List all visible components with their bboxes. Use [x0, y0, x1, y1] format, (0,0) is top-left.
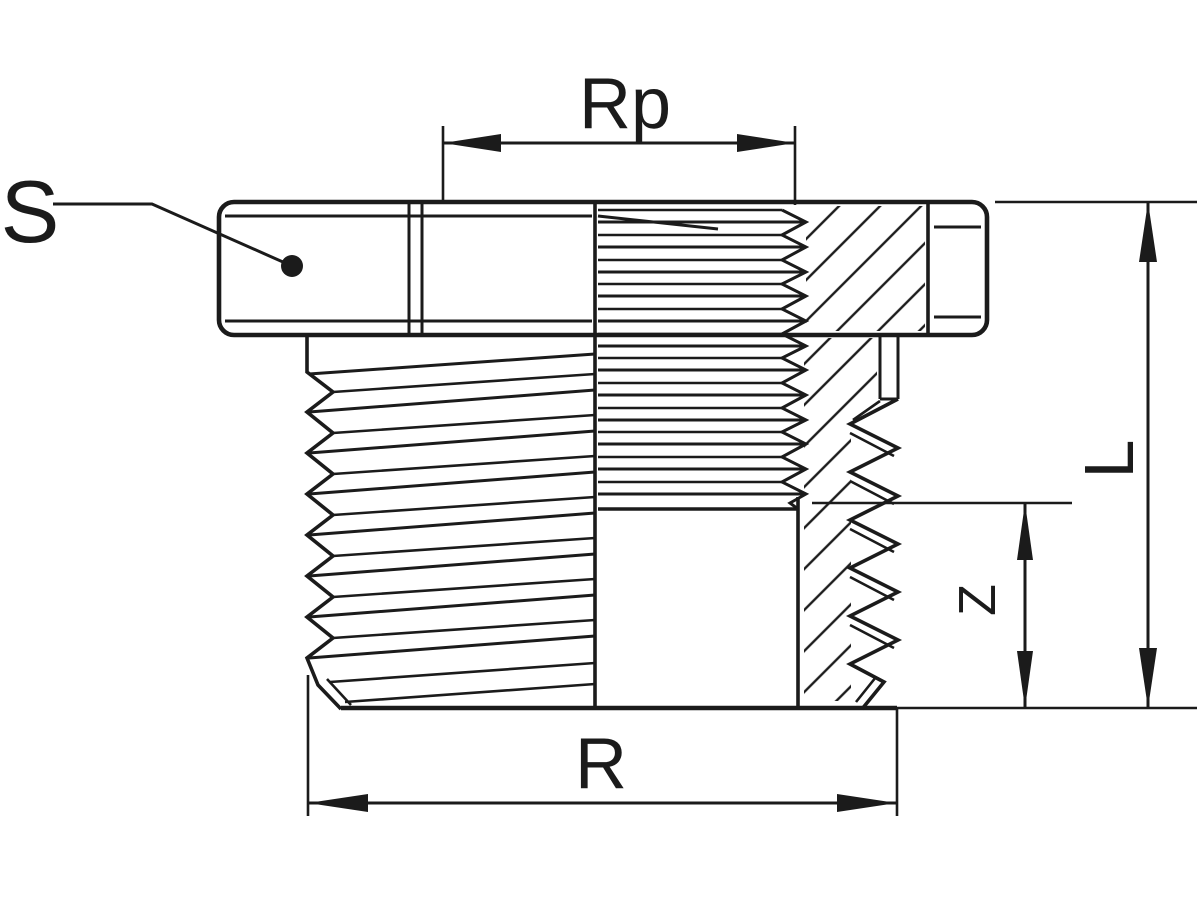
l-arrow-bottom: [1139, 648, 1157, 708]
female-thread-runout-line: [597, 214, 719, 231]
rp-extension-lines: [441, 126, 797, 205]
hatch-head-region: [806, 206, 925, 331]
dimension-z: Z: [812, 501, 1072, 708]
rp-arrow-right: [737, 134, 795, 152]
female-thread-root-lines: [598, 220, 806, 496]
male-thread-right-flank-lines: [849, 399, 895, 703]
thread-runout-strip: [878, 335, 900, 401]
male-thread-bottom-chamfer: [326, 678, 352, 706]
label-z: Z: [949, 584, 1007, 616]
r-extension-lines: [306, 675, 899, 816]
male-thread-left-profile: [304, 335, 343, 711]
r-arrow-left: [308, 794, 368, 812]
l-arrow-top: [1139, 202, 1157, 262]
male-thread-right-profile: [845, 397, 903, 711]
male-thread-exterior: [304, 335, 596, 711]
hex-facet-lines: [407, 202, 424, 335]
z-arrow-top: [1017, 503, 1033, 560]
dimension-r: R: [306, 675, 899, 816]
fitting-part: [216, 199, 1197, 711]
female-thread-profile-zigzag: [778, 208, 810, 511]
label-rp: Rp: [579, 64, 671, 144]
hex-head-right-cap-inner: [934, 225, 981, 319]
s-leader-dot: [281, 255, 303, 277]
male-thread-crest-lines: [308, 352, 596, 660]
label-s: S: [1, 162, 60, 261]
male-thread-root-lines: [329, 372, 596, 704]
label-r: R: [575, 724, 627, 804]
z-arrow-bottom: [1017, 651, 1033, 708]
female-thread-section: [593, 202, 810, 708]
female-thread-crest-lines: [598, 208, 782, 484]
rp-arrow-left: [443, 134, 501, 152]
r-arrow-right: [837, 794, 897, 812]
dimension-rp: Rp: [441, 64, 797, 205]
hatch-body-region: [804, 338, 877, 701]
section-hatching: [804, 206, 925, 701]
bore-below-thread: [598, 497, 800, 708]
callout-s: S: [1, 162, 303, 277]
label-l: L: [1070, 440, 1148, 479]
s-leader-line: [53, 202, 293, 268]
dimension-l: L: [995, 200, 1197, 708]
male-thread-section: [845, 335, 903, 711]
